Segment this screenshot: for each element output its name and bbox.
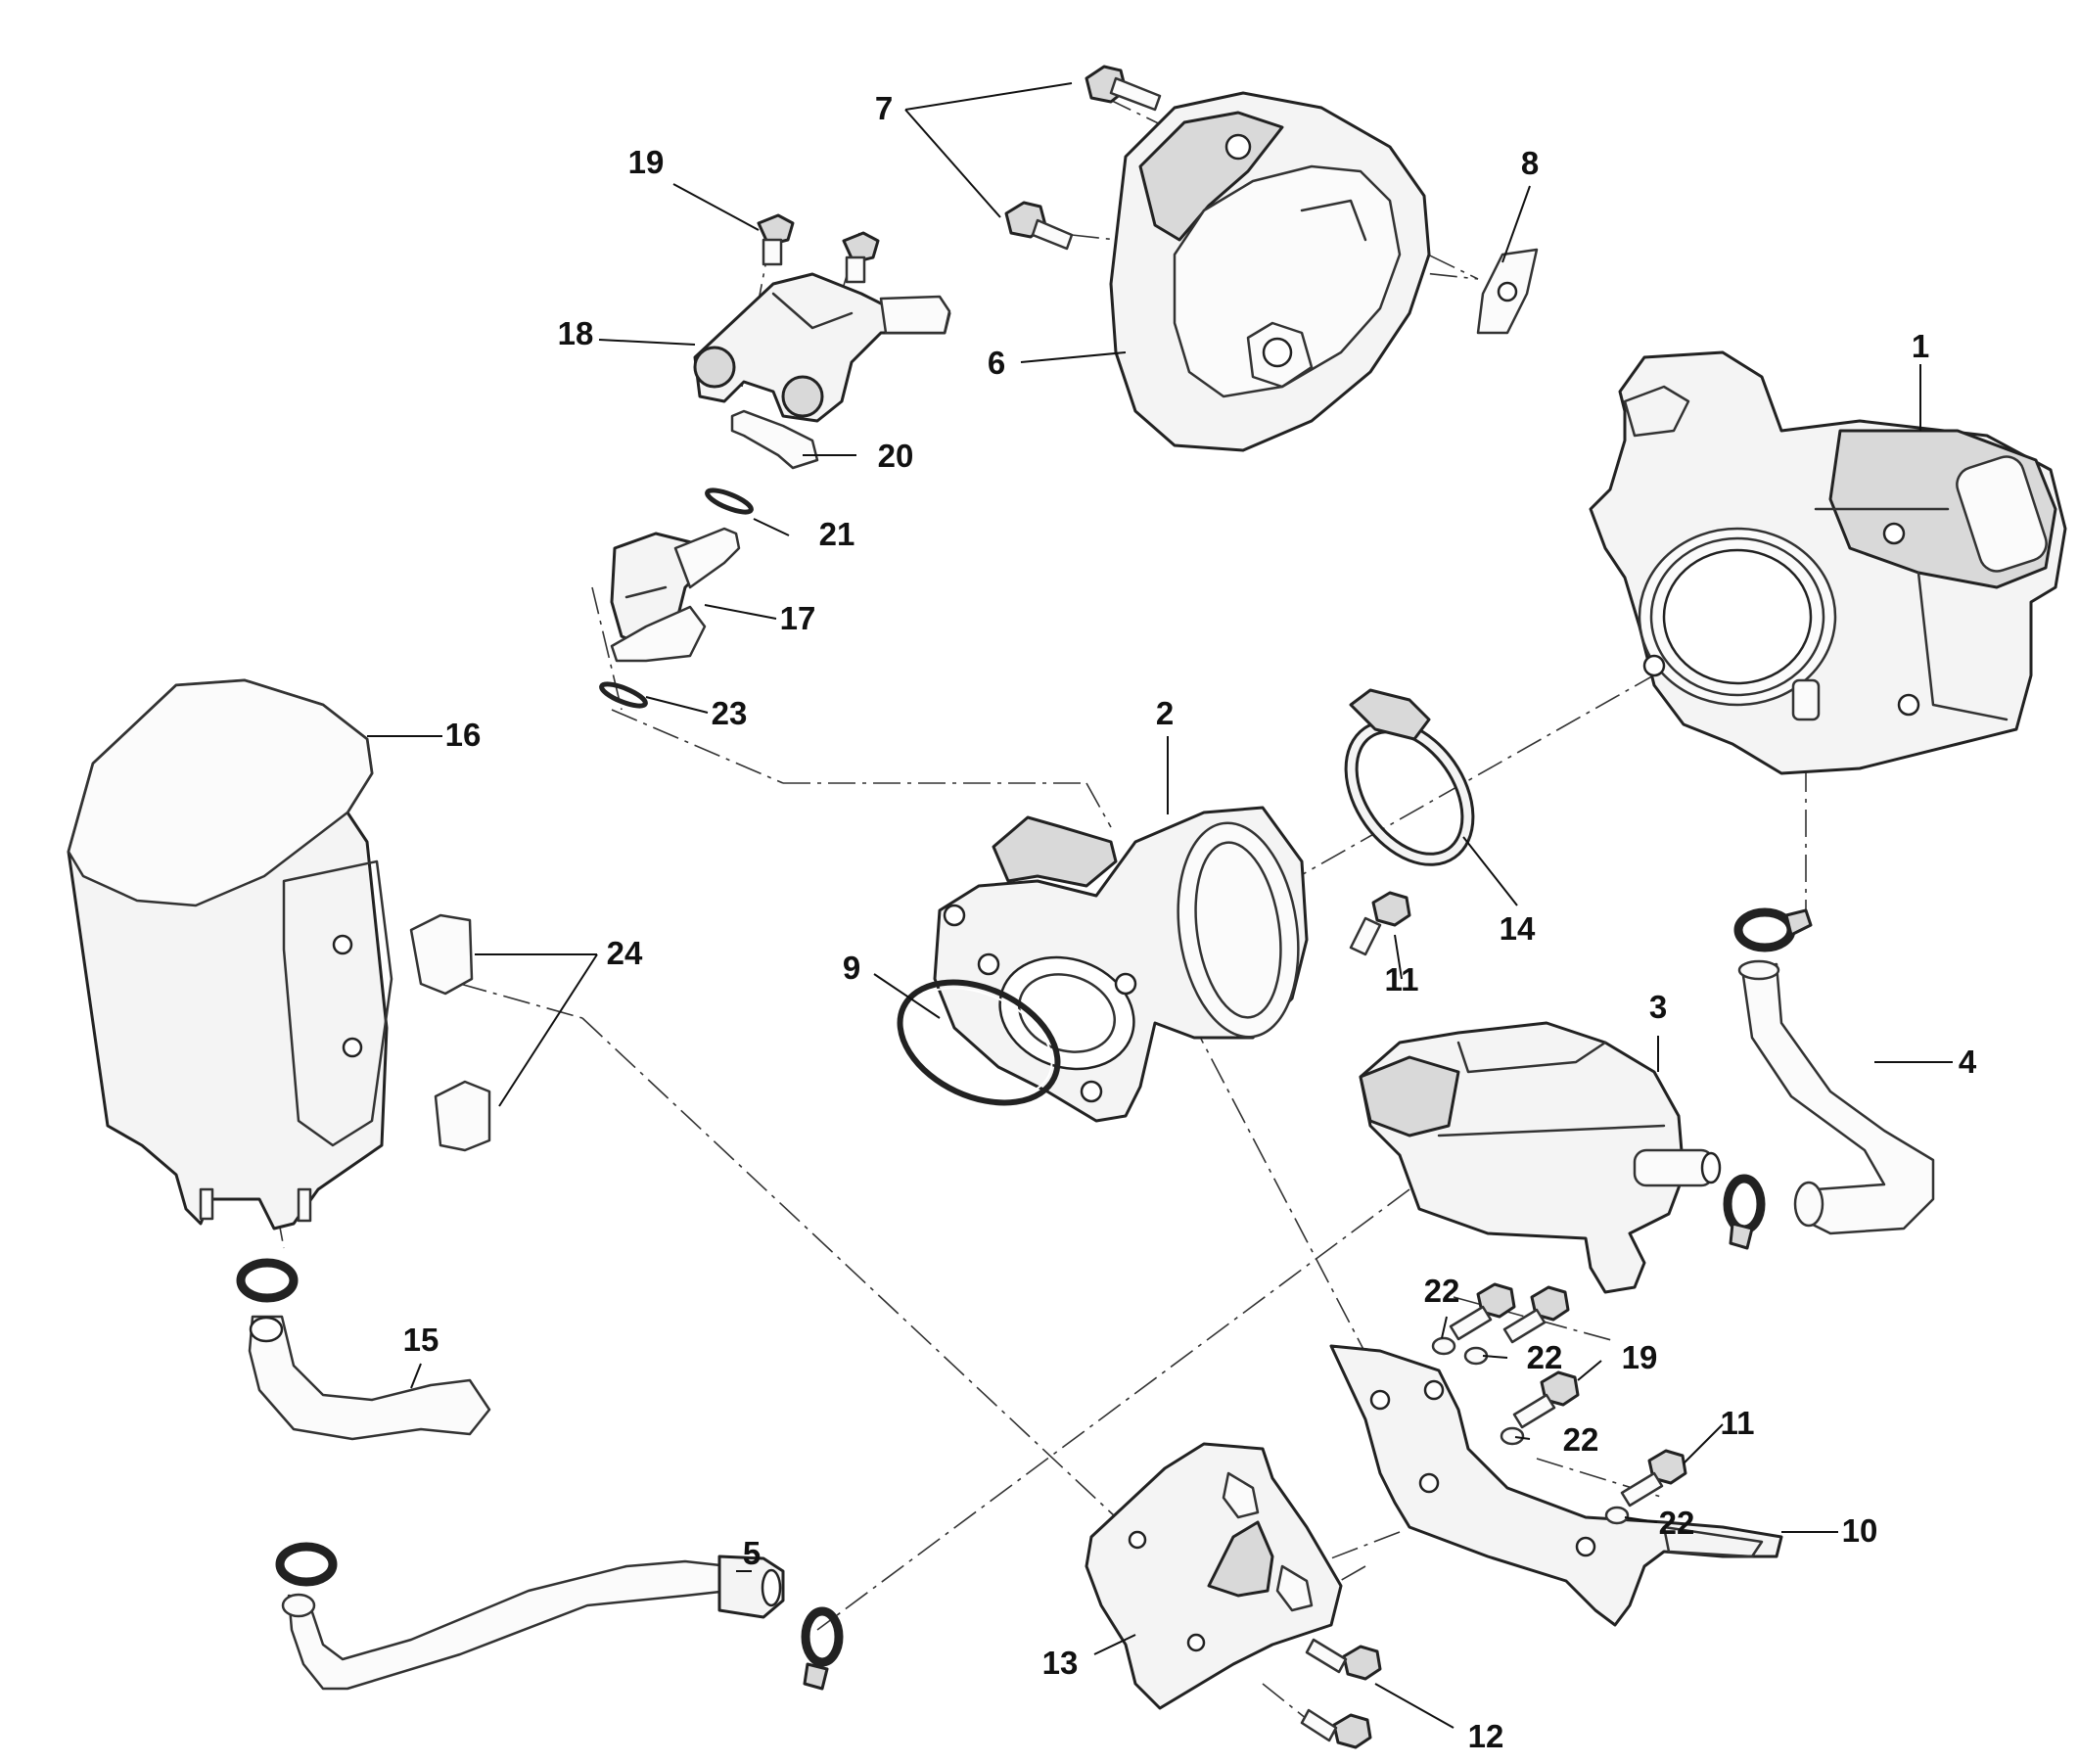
callout-22-d: 22 — [1659, 1505, 1695, 1541]
hose-clamp-part-14 — [1344, 688, 1475, 866]
hose-clamp-near-hose-4 — [1733, 907, 1813, 952]
screw-7-lower — [1004, 201, 1074, 251]
screws-part-7 — [1004, 65, 1162, 251]
intake-manifold-part-2 — [933, 806, 1309, 1123]
callout-24: 24 — [607, 935, 643, 971]
callout-labels: 1 2 3 4 5 6 7 8 9 10 11 11 12 13 14 15 1… — [403, 90, 1977, 1754]
screw-11-lower — [1620, 1449, 1687, 1508]
canister-part-16 — [67, 678, 393, 1230]
callout-11-upper: 11 — [1385, 961, 1419, 998]
screws-part-12 — [1300, 1638, 1382, 1749]
leader-lines — [367, 82, 1953, 1729]
callout-18: 18 — [558, 315, 594, 351]
throttle-body-part-1 — [1589, 350, 2067, 775]
hose-part-15 — [248, 1315, 491, 1441]
clips-part-24 — [409, 913, 491, 1152]
callout-15: 15 — [403, 1322, 439, 1358]
hose-clamp-near-canister — [236, 1258, 299, 1303]
bracket-part-10 — [1329, 1344, 1783, 1627]
cover-part-6 — [1109, 91, 1431, 452]
fuel-rail-part-18 — [693, 272, 951, 423]
callout-10: 10 — [1842, 1512, 1878, 1549]
callout-19-top: 19 — [628, 144, 665, 180]
callout-9: 9 — [843, 950, 860, 986]
callout-22-a: 22 — [1424, 1273, 1460, 1309]
screw-19-left — [757, 213, 795, 266]
mounting-plate-part-13 — [1085, 1442, 1343, 1710]
screw-22-left — [1449, 1282, 1516, 1341]
hose-clamp-near-hose-5-left — [275, 1542, 338, 1587]
callout-12: 12 — [1468, 1718, 1504, 1754]
fuel-injector-part-17 — [610, 527, 741, 663]
callout-1: 1 — [1912, 328, 1929, 364]
screw-7-upper — [1085, 65, 1162, 112]
hose-part-4 — [1737, 959, 1935, 1235]
callout-2: 2 — [1156, 695, 1174, 731]
callout-22-c: 22 — [1563, 1421, 1599, 1458]
washers-part-22 — [1431, 1282, 1630, 1525]
screws-part-11 — [1349, 891, 1687, 1508]
screws-part-19 — [757, 213, 1580, 1429]
callout-13: 13 — [1042, 1645, 1079, 1681]
callout-21: 21 — [819, 516, 855, 552]
clip-nut-part-8 — [1476, 248, 1539, 335]
purge-valve-part-3 — [1359, 1021, 1722, 1294]
callout-3: 3 — [1649, 989, 1667, 1025]
o-ring-part-23 — [599, 681, 648, 709]
callout-7: 7 — [875, 90, 893, 126]
screw-11-upper — [1349, 891, 1411, 956]
callout-16: 16 — [445, 717, 482, 753]
callout-11-lower: 11 — [1721, 1405, 1755, 1441]
callout-23: 23 — [712, 695, 748, 731]
hose-part-5 — [281, 1555, 785, 1691]
callout-14: 14 — [1500, 910, 1536, 947]
callout-8: 8 — [1521, 145, 1539, 181]
clip-part-20 — [730, 409, 819, 470]
callout-20: 20 — [878, 438, 914, 474]
o-ring-part-9 — [897, 979, 1061, 1106]
callout-5: 5 — [743, 1535, 761, 1571]
hose-clamp-near-hose-5-right — [801, 1606, 844, 1691]
screw-22-right — [1502, 1285, 1570, 1344]
small-hose-clamps — [236, 907, 1813, 1691]
callout-22-b: 22 — [1527, 1339, 1563, 1375]
o-ring-part-21 — [705, 487, 754, 515]
callout-6: 6 — [988, 345, 1005, 381]
hose-clamp-near-purge-valve — [1723, 1174, 1766, 1250]
screw-19-right — [842, 231, 880, 284]
callout-17: 17 — [780, 600, 816, 636]
screw-12-upper — [1305, 1638, 1382, 1681]
screw-19-bracket — [1512, 1370, 1580, 1429]
callout-19-bracket: 19 — [1622, 1339, 1658, 1375]
callout-4: 4 — [1959, 1044, 1977, 1080]
screw-12-lower — [1300, 1708, 1372, 1749]
